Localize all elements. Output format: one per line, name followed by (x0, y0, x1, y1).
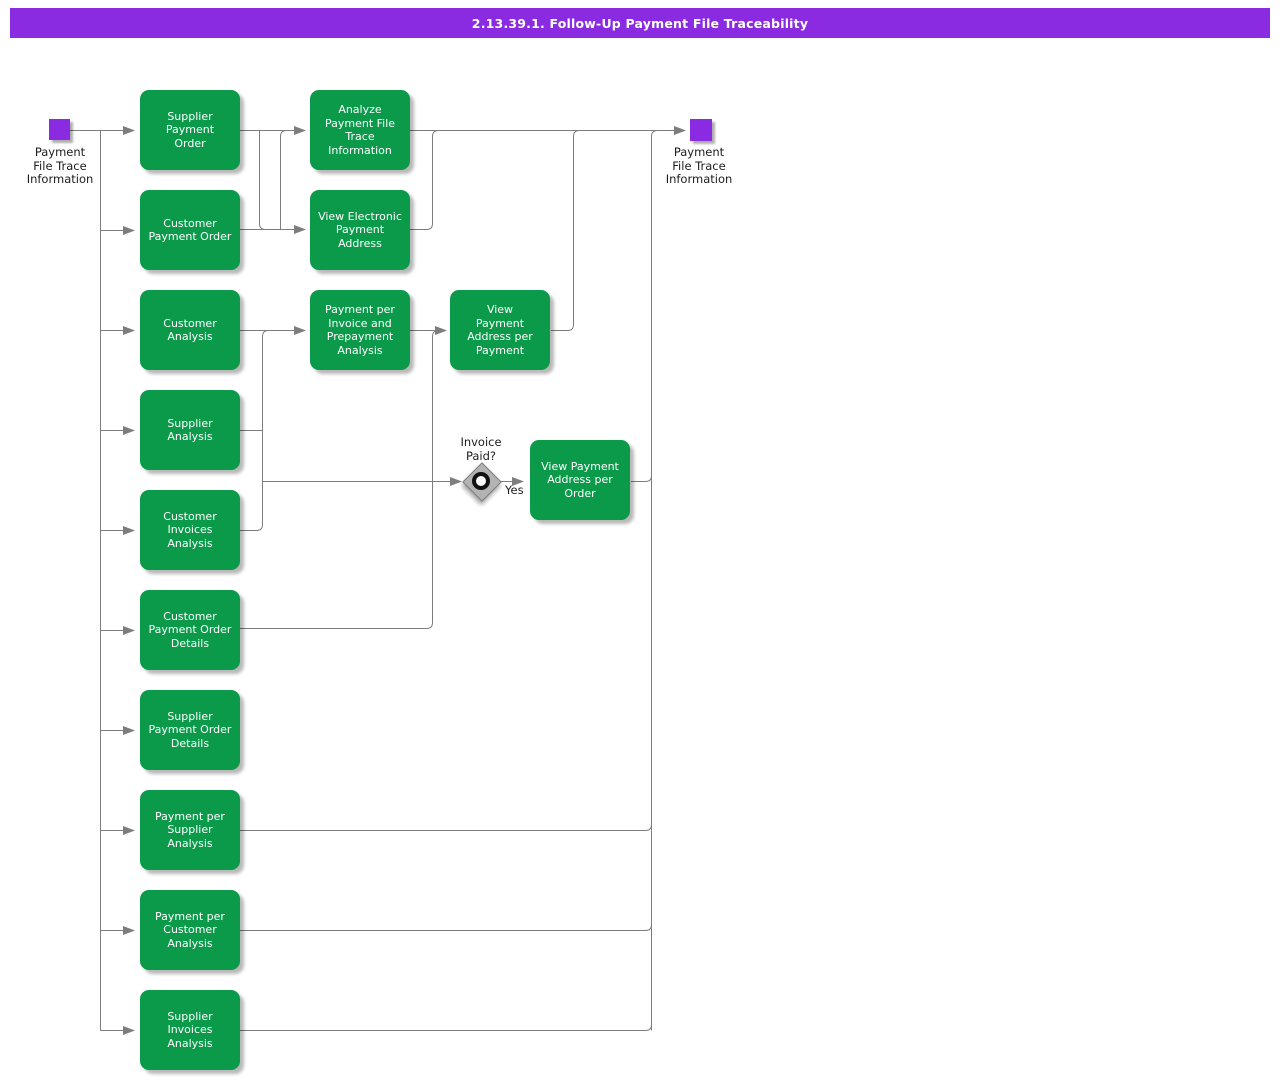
connector-view-address-per-order-up-merge (631, 475, 652, 482)
connector-right-rail (651, 130, 658, 1031)
activity-customer-analysis[interactable]: Customer Analysis (140, 290, 240, 370)
end-event (690, 119, 712, 141)
connector-view-electronic-up-merge (410, 130, 439, 230)
connector-supplier-po-down-merge (259, 130, 266, 230)
connector-view-address-per-payment-up-merge (551, 130, 580, 331)
decision-gateway-circle-icon (472, 472, 490, 490)
activity-view-payment-address-per-payment[interactable]: View Payment Address per Payment (450, 290, 550, 370)
connector-payment-per-supplier-merge (240, 824, 652, 831)
activity-supplier-payment-order-details[interactable]: Supplier Payment Order Details (140, 690, 240, 770)
activity-view-electronic-payment-address[interactable]: View Electronic Payment Address (310, 190, 410, 270)
activity-customer-payment-order[interactable]: Customer Payment Order (140, 190, 240, 270)
connector-customer-invoices-up-merge (240, 330, 269, 531)
diagram-title: 2.13.39.1. Follow-Up Payment File Tracea… (471, 15, 809, 31)
activity-supplier-invoices-analysis[interactable]: Supplier Invoices Analysis (140, 990, 240, 1070)
decision-label: Invoice Paid? (460, 435, 502, 463)
activity-supplier-analysis[interactable]: Supplier Analysis (140, 390, 240, 470)
start-event-label: Payment File Trace Information (26, 145, 94, 186)
start-event (49, 119, 70, 140)
decision-yes-label: Yes (505, 483, 524, 497)
activity-customer-invoices-analysis[interactable]: Customer Invoices Analysis (140, 490, 240, 570)
connector-customer-po-details-up-merge (240, 330, 439, 629)
activity-view-payment-address-per-order[interactable]: View Payment Address per Order (530, 440, 630, 520)
activity-payment-per-invoice-and-prepayment-analysis[interactable]: Payment per Invoice and Prepayment Analy… (310, 290, 410, 370)
connector-customer-po-up-merge (280, 130, 287, 230)
end-event-label: Payment File Trace Information (665, 145, 733, 186)
activity-customer-payment-order-details[interactable]: Customer Payment Order Details (140, 590, 240, 670)
diagram-title-bar: 2.13.39.1. Follow-Up Payment File Tracea… (10, 8, 1270, 38)
connector-supplier-invoices-merge (240, 1024, 652, 1031)
connector-payment-per-customer-merge (240, 924, 652, 931)
activity-payment-per-supplier-analysis[interactable]: Payment per Supplier Analysis (140, 790, 240, 870)
activity-payment-per-customer-analysis[interactable]: Payment per Customer Analysis (140, 890, 240, 970)
activity-supplier-payment-order[interactable]: Supplier Payment Order (140, 90, 240, 170)
activity-analyze-payment-file-trace-information[interactable]: Analyze Payment File Trace Information (310, 90, 410, 170)
